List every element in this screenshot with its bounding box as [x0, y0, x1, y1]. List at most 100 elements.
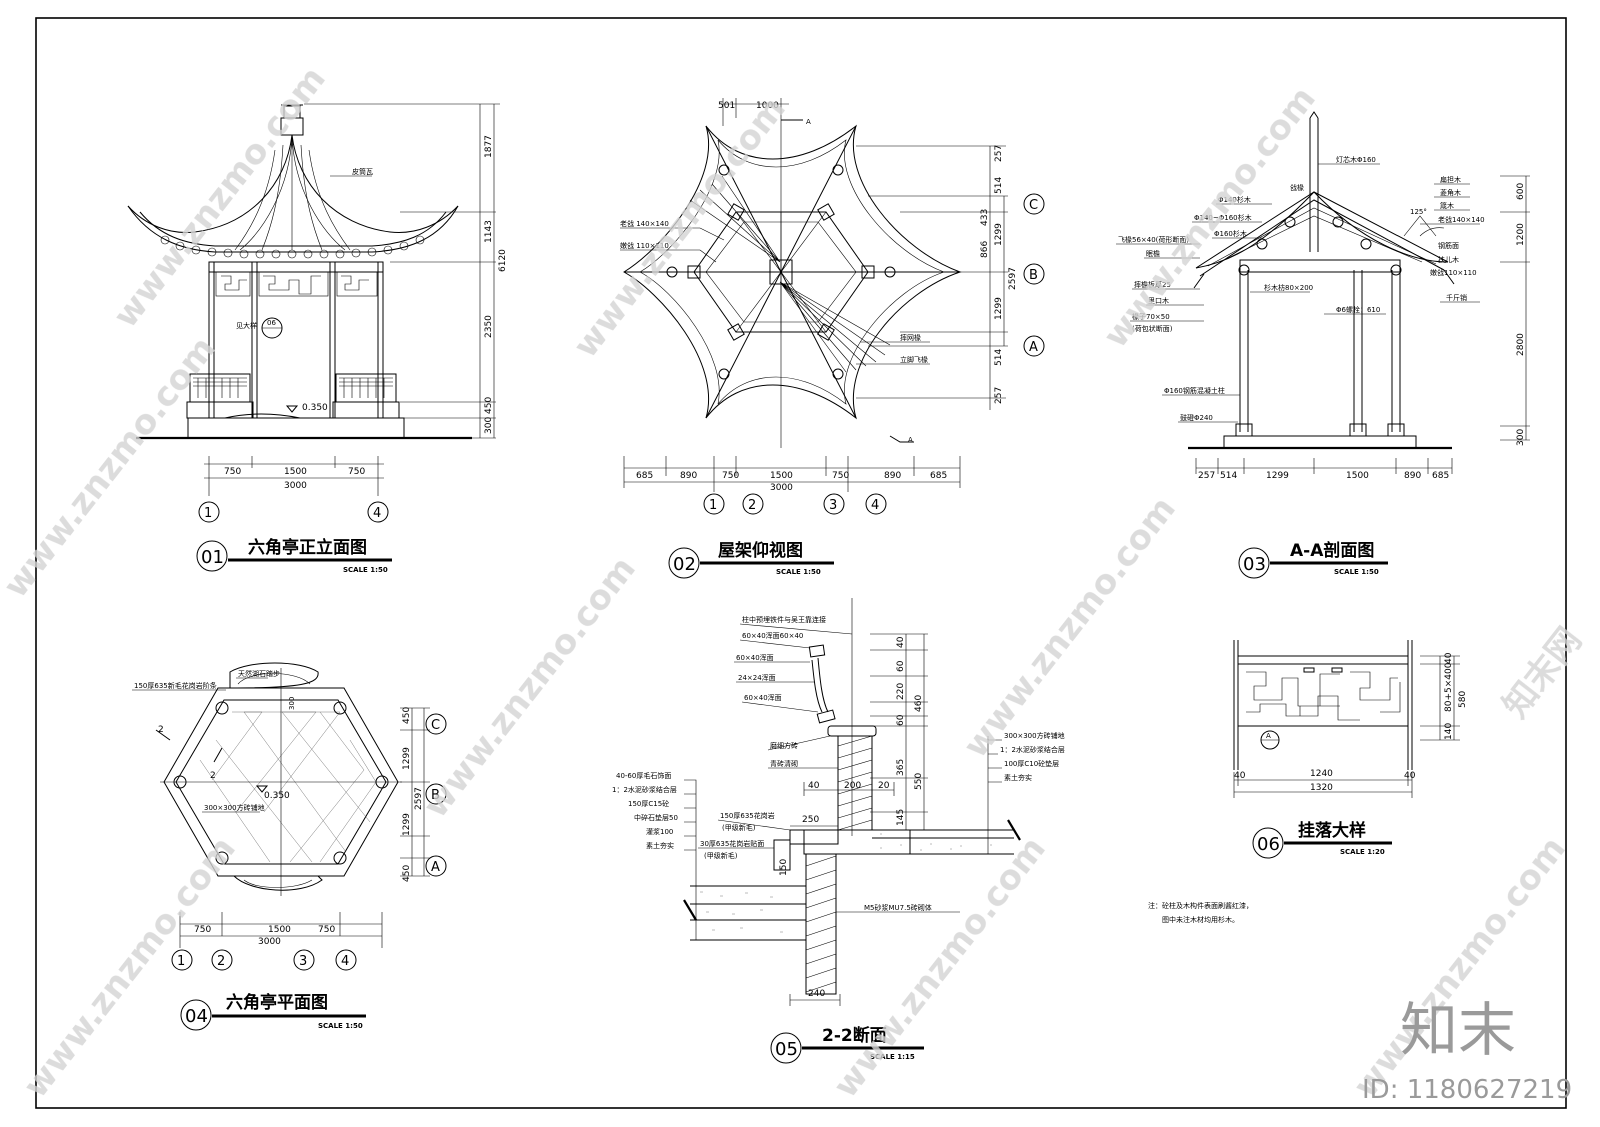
v02-d501: 501 — [718, 101, 735, 111]
v06-tag: A — [1266, 732, 1271, 740]
v02-r1299a: 1299 — [994, 223, 1004, 246]
view-02-roof-frame: A A 老戗 140×140 嫩戗 110×110 摔网椽 立脚飞椽 501 1… — [620, 98, 1045, 515]
v06-d40b: 40 — [1404, 771, 1416, 781]
svg-text:菱角木: 菱角木 — [1440, 188, 1461, 197]
v04-axis-1: 1 — [177, 954, 185, 969]
svg-text:300×300方砖铺地: 300×300方砖铺地 — [1004, 731, 1065, 740]
v04-d3000: 3000 — [258, 937, 281, 947]
svg-text:灌浆100: 灌浆100 — [646, 827, 673, 836]
v01-h450: 450 — [484, 397, 494, 414]
v05-h460: 460 — [914, 695, 924, 712]
v05-notes-top: 柱中预埋铁件与吴王靠连接 60×40浑面60×40 60×40浑面 24×24浑… — [734, 615, 853, 769]
svg-text:1：2水泥砂浆结合层: 1：2水泥砂浆结合层 — [1000, 745, 1065, 754]
v02-d685b: 685 — [930, 471, 947, 481]
general-notes: 注：砼柱及木构件表面刷酱红漆， 图中未注木材均用杉木。 — [1148, 901, 1253, 924]
v04-axis-4: 4 — [341, 954, 349, 969]
v04-axis-C: C — [431, 718, 440, 733]
svg-text:箴木: 箴木 — [1440, 201, 1454, 210]
v02-cut-top: A — [806, 118, 811, 126]
v01-h2350: 2350 — [484, 315, 494, 338]
svg-text:青砖清砌: 青砖清砌 — [770, 759, 798, 768]
v02-r257b: 257 — [994, 387, 1004, 404]
svg-text:40-60厚毛石饰面: 40-60厚毛石饰面 — [616, 771, 671, 780]
v02-note-laoqiang: 老戗 140×140 — [620, 219, 669, 228]
v02-cut-bottom: A — [908, 436, 913, 444]
view-03-section: 125° 灯芯木Φ160 Φ140杉木 Φ140~Φ160杉木 Φ160杉木 飞… — [1116, 111, 1530, 481]
v04-note-steps: 天然湖石踏步 — [238, 669, 280, 678]
title-02-scale: SCALE 1:50 — [776, 568, 821, 576]
v02-d750b: 750 — [832, 471, 849, 481]
title-06-number: 06 — [1257, 834, 1280, 855]
v02-r433: 433 — [980, 209, 990, 226]
svg-text:素土夯实: 素土夯实 — [1004, 773, 1032, 782]
title-02-number: 02 — [673, 554, 696, 575]
v02-r2597: 2597 — [1008, 267, 1018, 290]
v06-h580: 580 — [1458, 691, 1468, 708]
svg-text:60×40浑面: 60×40浑面 — [736, 654, 774, 662]
sheet-border — [35, 17, 1567, 1109]
v02-d3000: 3000 — [770, 483, 793, 493]
v02-d890a: 890 — [680, 471, 697, 481]
v02-r514b: 514 — [994, 349, 1004, 366]
v02-d1500: 1500 — [770, 471, 793, 481]
title-04-text: 六角亭平面图 — [226, 992, 328, 1013]
svg-text:嫩戗110×110: 嫩戗110×110 — [1430, 268, 1477, 277]
v05-notes-left: 40-60厚毛石饰面 1：2水泥砂浆结合层 150厚C15砼 中碎石垫层50 灌… — [612, 771, 960, 940]
v04-t300: 300 — [288, 697, 296, 710]
v03-b514: 514 — [1220, 471, 1237, 481]
svg-text:(荷包状断面): (荷包状断面) — [1132, 324, 1173, 333]
title-01-text: 六角亭正立面图 — [248, 537, 367, 558]
watermark-text-6: www.znzmo.com — [956, 489, 1184, 765]
svg-text:飞椽56×40(荷形断面): 飞椽56×40(荷形断面) — [1118, 235, 1189, 244]
v05-d40: 40 — [808, 781, 820, 791]
title-06-text: 挂落大样 — [1298, 820, 1366, 841]
svg-text:150厚635花岗岩: 150厚635花岗岩 — [720, 811, 775, 820]
v05-h260: 60 — [896, 660, 906, 672]
title-04-scale: SCALE 1:50 — [318, 1022, 363, 1030]
svg-text:扁担木: 扁担木 — [1440, 175, 1461, 184]
title-01: 01 六角亭正立面图 SCALE 1:50 — [196, 537, 392, 574]
v02-note-lijiao: 立脚飞椽 — [900, 355, 928, 364]
svg-text:Φ160杉木: Φ160杉木 — [1214, 229, 1247, 238]
svg-text:柱中预埋铁件与吴王靠连接: 柱中预埋铁件与吴王靠连接 — [742, 615, 826, 624]
v06-d1320: 1320 — [1310, 783, 1333, 793]
v02-axis-2: 2 — [748, 498, 756, 513]
v04-r450a: 450 — [402, 707, 412, 724]
title-05-number: 05 — [775, 1039, 798, 1060]
svg-text:中碎石垫层50: 中碎石垫层50 — [634, 813, 678, 822]
view-06-lattice: A 40 80+5×400 580 140 40 1240 40 1320 — [1233, 640, 1468, 798]
v05-d240: 240 — [808, 989, 825, 999]
v03-right-notes: 扁担木 菱角木 箴木 老戗140×140 钢筋面 扶儿木 嫩戗110×110 千… — [1420, 175, 1485, 303]
v04-note-paving: 300×300方砖铺地 — [204, 803, 265, 812]
svg-text:素土夯实: 素土夯实 — [646, 841, 674, 850]
v03-h300: 300 — [1516, 429, 1526, 446]
svg-text:鼓磴Φ240: 鼓磴Φ240 — [1180, 413, 1213, 422]
v04-elev: 0.350 — [264, 791, 290, 801]
svg-text:Φ6螺栓：610: Φ6螺栓：610 — [1336, 305, 1380, 314]
v06-d1240: 1240 — [1310, 769, 1333, 779]
svg-text:Φ160钢筋混凝土柱: Φ160钢筋混凝土柱 — [1164, 386, 1225, 395]
title-04: 04 六角亭平面图 SCALE 1:50 — [180, 992, 366, 1031]
title-03-number: 03 — [1243, 554, 1266, 575]
v01-d750a: 750 — [224, 467, 241, 477]
v01-d1500: 1500 — [284, 467, 307, 477]
v04-axis-3: 3 — [299, 954, 307, 969]
svg-text:150厚C15砼: 150厚C15砼 — [628, 799, 669, 808]
svg-text:100厚C10砼垫层: 100厚C10砼垫层 — [1004, 759, 1059, 768]
v01-h1877: 1877 — [484, 135, 494, 158]
v05-h40: 40 — [896, 636, 906, 648]
svg-text:眠檐: 眠檐 — [1146, 249, 1160, 258]
svg-text:24×24浑面: 24×24浑面 — [738, 674, 776, 682]
v03-b685: 685 — [1432, 471, 1449, 481]
svg-text:扶儿木: 扶儿木 — [1438, 255, 1459, 264]
v04-r1299a: 1299 — [402, 747, 412, 770]
v04-d750b: 750 — [318, 925, 335, 935]
view-01-elevation: 1877 1143 2350 450 300 6120 皮筒瓦 见大样 06 0… — [127, 103, 508, 523]
v06-h140: 140 — [1444, 723, 1454, 740]
v03-angle: 125° — [1410, 208, 1427, 216]
v05-h150: 150 — [779, 859, 789, 876]
watermark-text-7: www.znzmo.com — [1346, 829, 1574, 1105]
watermark-text-5: www.znzmo.com — [416, 549, 644, 825]
v02-r866: 866 — [980, 241, 990, 258]
